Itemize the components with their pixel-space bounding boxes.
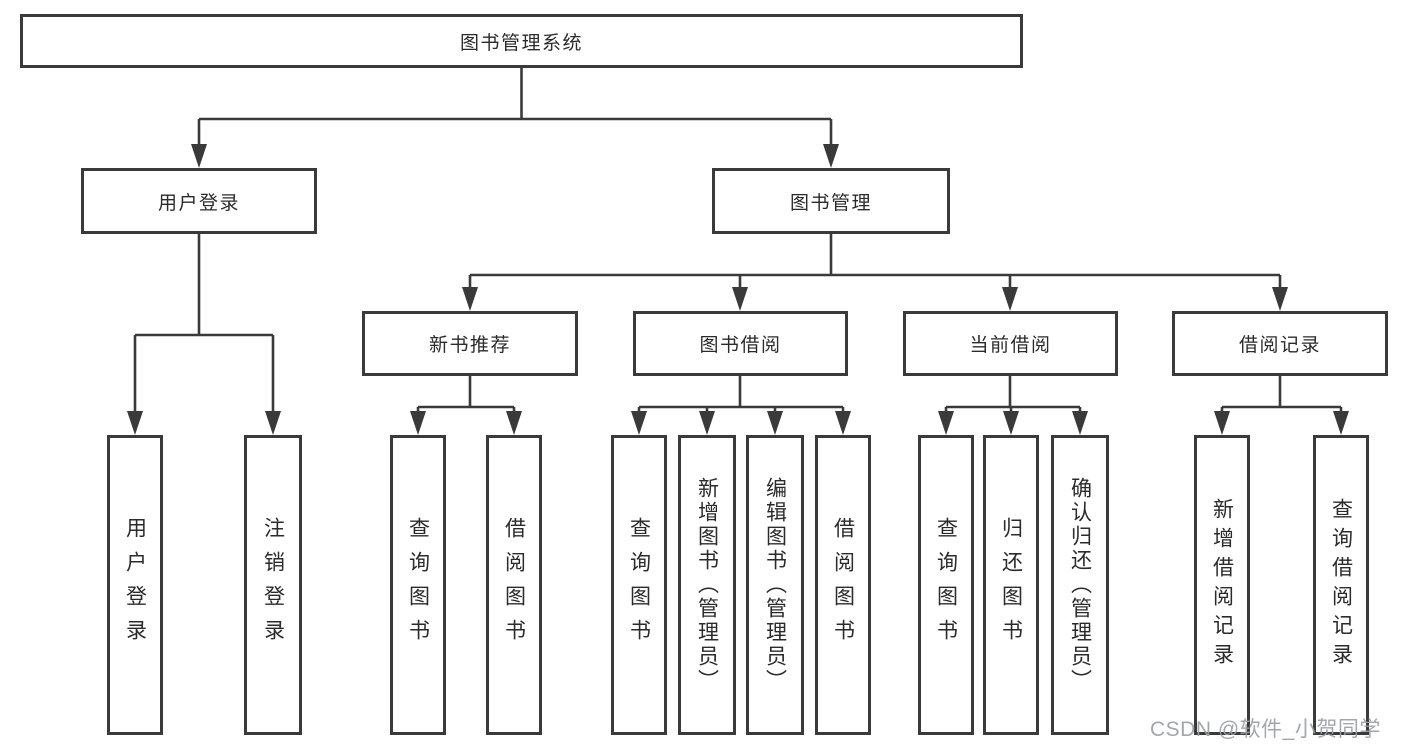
node-label: 图书管理 xyxy=(789,192,872,214)
node-book-management: 图书管理 xyxy=(712,168,950,234)
node-label: 注销登录 xyxy=(261,517,285,653)
node-borrowing-records: 借阅记录 xyxy=(1172,311,1388,376)
node-label: 借阅图书 xyxy=(831,517,855,653)
node-label: 用户登录 xyxy=(123,517,147,653)
node-label: 查询图书 xyxy=(627,517,651,653)
node-label: 查询借阅记录 xyxy=(1329,498,1353,672)
node-current-borrowing: 当前借阅 xyxy=(903,311,1118,376)
node-label: 当前借阅 xyxy=(969,335,1052,356)
node-add-borrow-record: 新增借阅记录 xyxy=(1194,435,1250,735)
node-label: 借阅图书 xyxy=(502,517,526,653)
connector-borrowing-to-leaves xyxy=(631,376,851,435)
node-borrow-books-borrowing: 借阅图书 xyxy=(815,435,871,735)
node-confirm-return-admin: 确认归还（管理员） xyxy=(1051,435,1109,735)
node-add-books-admin: 新增图书（管理员） xyxy=(678,435,736,735)
node-return-books: 归还图书 xyxy=(983,435,1039,735)
csdn-watermark: CSDN @软件_小贺同学 xyxy=(1150,718,1381,741)
node-new-book-recommend: 新书推荐 xyxy=(362,311,578,376)
node-label: 新书推荐 xyxy=(428,335,511,356)
node-label: 查询图书 xyxy=(934,517,958,653)
node-borrow-books-recommend: 借阅图书 xyxy=(486,435,542,735)
node-edit-books-admin: 编辑图书（管理员） xyxy=(746,435,804,735)
node-label: 编辑图书（管理员） xyxy=(763,477,787,693)
node-query-books-current: 查询图书 xyxy=(918,435,974,735)
node-user-login: 用户登录 xyxy=(81,168,317,234)
node-logout: 注销登录 xyxy=(244,435,302,735)
node-query-borrow-record: 查询借阅记录 xyxy=(1313,435,1369,735)
connector-recommend-to-leaves xyxy=(410,376,522,435)
node-label: 图书借阅 xyxy=(699,335,782,356)
node-query-books-recommend: 查询图书 xyxy=(390,435,446,735)
node-label: 新增图书（管理员） xyxy=(695,477,719,693)
node-library-management-system: 图书管理系统 xyxy=(20,14,1023,68)
node-query-books-borrowing: 查询图书 xyxy=(611,435,667,735)
node-label: 用户登录 xyxy=(157,192,240,214)
connector-user-login-to-leaves xyxy=(127,234,281,435)
connector-book-management-to-level3 xyxy=(462,234,1288,311)
node-label: 归还图书 xyxy=(999,517,1023,653)
node-label: 确认归还（管理员） xyxy=(1068,477,1092,693)
node-label: 图书管理系统 xyxy=(459,32,583,54)
node-user-login-action: 用户登录 xyxy=(107,435,163,735)
connector-records-to-leaves xyxy=(1214,376,1349,435)
node-label: 新增借阅记录 xyxy=(1210,498,1234,672)
node-book-borrowing: 图书借阅 xyxy=(633,311,848,376)
node-label: 借阅记录 xyxy=(1238,335,1321,356)
node-label: 查询图书 xyxy=(406,517,430,653)
connector-current-to-leaves xyxy=(938,376,1088,435)
connector-root-to-level2 xyxy=(191,68,839,168)
